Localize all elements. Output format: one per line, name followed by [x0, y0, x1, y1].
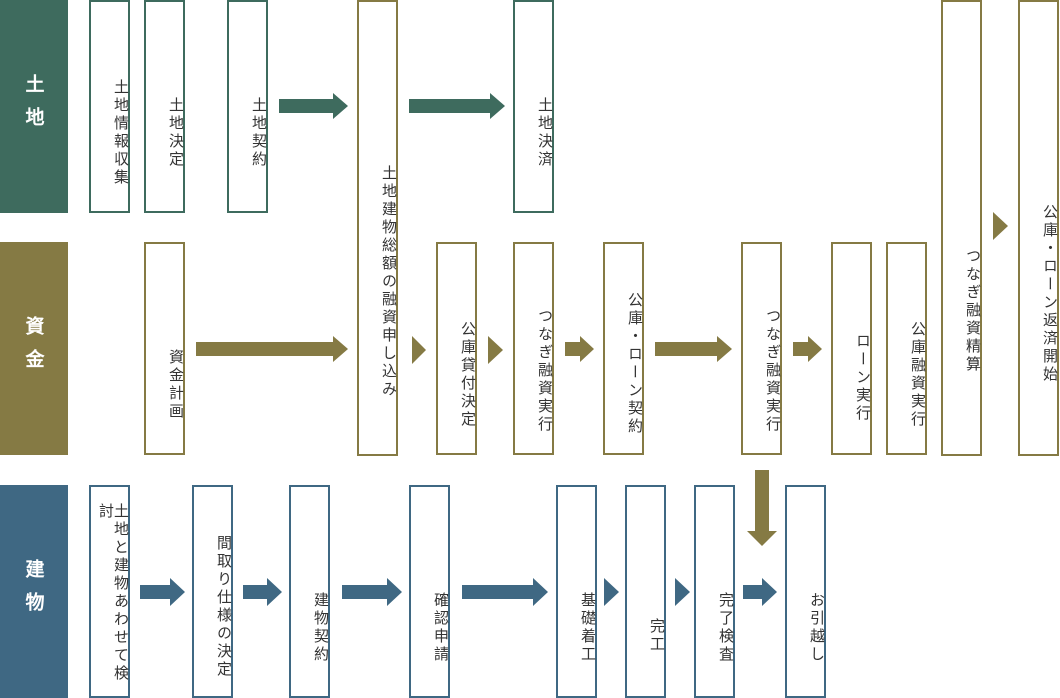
lane-label-land: 土地	[0, 0, 68, 213]
arrow-bridge-2-to-loan-exec	[793, 336, 822, 362]
arrow-land-contract-to-application	[279, 93, 348, 119]
arrow-to-repayment	[993, 212, 1008, 240]
box-land-settlement: 土地決済	[513, 0, 554, 213]
box-public-loan-contract: 公庫・ローン契約	[603, 242, 644, 455]
lane-label-fund: 資金	[0, 242, 68, 455]
arrow-contract-to-confirmation	[342, 578, 402, 606]
arrow-bridge-2-down-to-moving	[747, 470, 777, 546]
arrow-public-decision-to-bridge	[488, 336, 503, 364]
box-total-loan-application: 土地建物総額の融資申し込み	[357, 0, 398, 456]
box-land-decision: 土地決定	[144, 0, 185, 213]
arrow-inspection-to-moving	[743, 578, 777, 606]
box-completion-inspection: 完了検査	[694, 485, 735, 698]
box-bridge-loan-exec-2: つなぎ融資実行	[741, 242, 782, 455]
arrow-review-to-floor-plan	[140, 578, 185, 606]
arrow-plan-to-application	[196, 336, 348, 362]
box-bridge-loan-exec-1: つなぎ融資実行	[513, 242, 554, 455]
box-confirmation-application: 確認申請	[409, 485, 450, 698]
arrow-application-to-public-decision	[412, 336, 426, 364]
box-building-contract: 建物契約	[289, 485, 330, 698]
arrow-completion-to-inspection	[675, 578, 690, 606]
box-groundwork: 基礎着工	[556, 485, 597, 698]
lane-label-build: 建物	[0, 485, 68, 698]
box-floor-plan: 間取り仕様の決定	[192, 485, 233, 698]
box-public-loan-decision: 公庫貸付決定	[436, 242, 477, 455]
box-moving: お引越し	[785, 485, 826, 698]
box-land-building-review: 土地と建物あわせて検討	[89, 485, 130, 698]
box-loan-exec: ローン実行	[831, 242, 872, 455]
arrow-groundwork-to-completion	[604, 578, 619, 606]
arrow-application-to-land-settlement	[409, 93, 505, 119]
arrow-confirmation-to-groundwork	[462, 578, 548, 606]
arrow-floor-plan-to-contract	[243, 578, 282, 606]
box-land-contract: 土地契約	[227, 0, 268, 213]
box-completion: 完工	[625, 485, 666, 698]
box-loan-repayment: 公庫・ローン返済開始	[1018, 0, 1059, 456]
arrow-public-contract-to-bridge-2	[655, 336, 732, 362]
box-public-loan-exec: 公庫融資実行	[886, 242, 927, 455]
box-funding-plan: 資金計画	[144, 242, 185, 455]
arrow-bridge-to-public-contract	[565, 336, 594, 362]
box-land-info: 土地情報収集	[89, 0, 130, 213]
box-bridge-settlement: つなぎ融資精算	[941, 0, 982, 456]
